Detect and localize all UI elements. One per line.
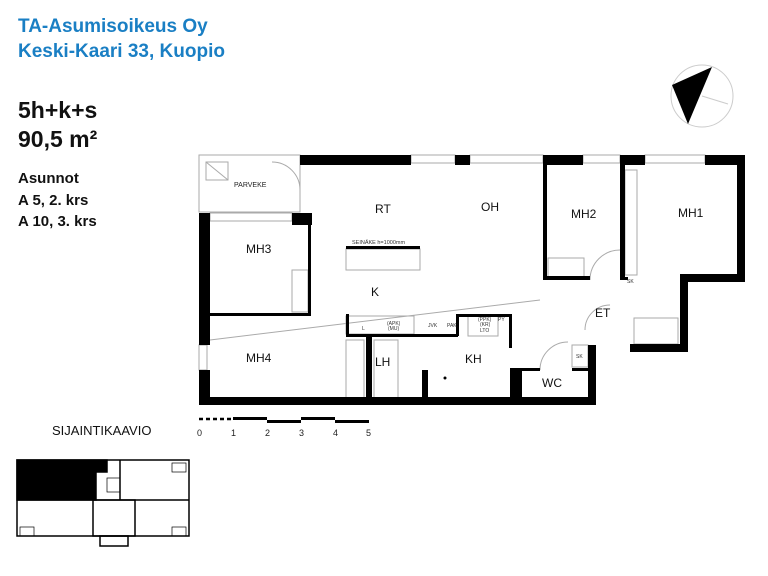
scale-tick-1: 1	[231, 428, 236, 438]
fixture-jvk: JVK	[428, 323, 438, 329]
scale-tick-0: 0	[197, 428, 202, 438]
room-label-kh: KH	[465, 352, 482, 366]
fixture-ppk: (PPK)	[478, 317, 492, 323]
apartment-area: 90,5 m²	[18, 126, 98, 152]
seinake-label: SEINÄKE h=1000mm	[352, 239, 405, 246]
room-label-mh2: MH2	[571, 207, 597, 221]
room-label-mh3: MH3	[246, 242, 272, 256]
room-label-oh: OH	[481, 200, 499, 214]
location-plan-title: SIJAINTIKAAVIO	[52, 423, 152, 438]
units-label: Asunnot	[18, 170, 79, 187]
address: Keski-Kaari 33, Kuopio	[18, 41, 225, 62]
floor-drain	[443, 376, 447, 380]
room-label-et: ET	[595, 306, 611, 320]
company-name: TA-Asumisoikeus Oy	[18, 16, 208, 37]
fixture-lto: LTO	[480, 328, 489, 334]
fixture-py: PY	[498, 317, 505, 323]
fixture-l: L	[362, 326, 365, 332]
scale-tick-4: 4	[333, 428, 338, 438]
scale-tick-2: 2	[265, 428, 270, 438]
room-label-k: K	[371, 285, 379, 299]
fixture-sk-et: SK	[576, 354, 583, 360]
scale-tick-5: 5	[366, 428, 371, 438]
room-label-mh1: MH1	[678, 206, 704, 220]
room-label-rt: RT	[375, 202, 391, 216]
scale-bar	[199, 417, 369, 423]
room-label-lh: LH	[375, 355, 390, 369]
fixture-sk-mh1: SK	[627, 279, 634, 285]
unit-a5: A 5, 2. krs	[18, 192, 89, 209]
walls	[199, 155, 745, 405]
unit-a10: A 10, 3. krs	[18, 213, 97, 230]
north-arrow-icon	[670, 64, 734, 128]
fixture-pak: PAK	[447, 323, 457, 329]
fixture-apk: (APK)	[387, 321, 401, 327]
scale-tick-3: 3	[299, 428, 304, 438]
room-label-parveke: PARVEKE	[234, 182, 267, 189]
room-label-mh4: MH4	[246, 351, 272, 365]
room-label-wc: WC	[542, 376, 562, 390]
location-plan	[16, 459, 190, 547]
fixture-mu: (MU)	[388, 326, 399, 332]
fixture-kr: (KR)	[480, 322, 491, 328]
interior-lines	[198, 154, 706, 399]
apartment-type: 5h+k+s	[18, 97, 98, 123]
